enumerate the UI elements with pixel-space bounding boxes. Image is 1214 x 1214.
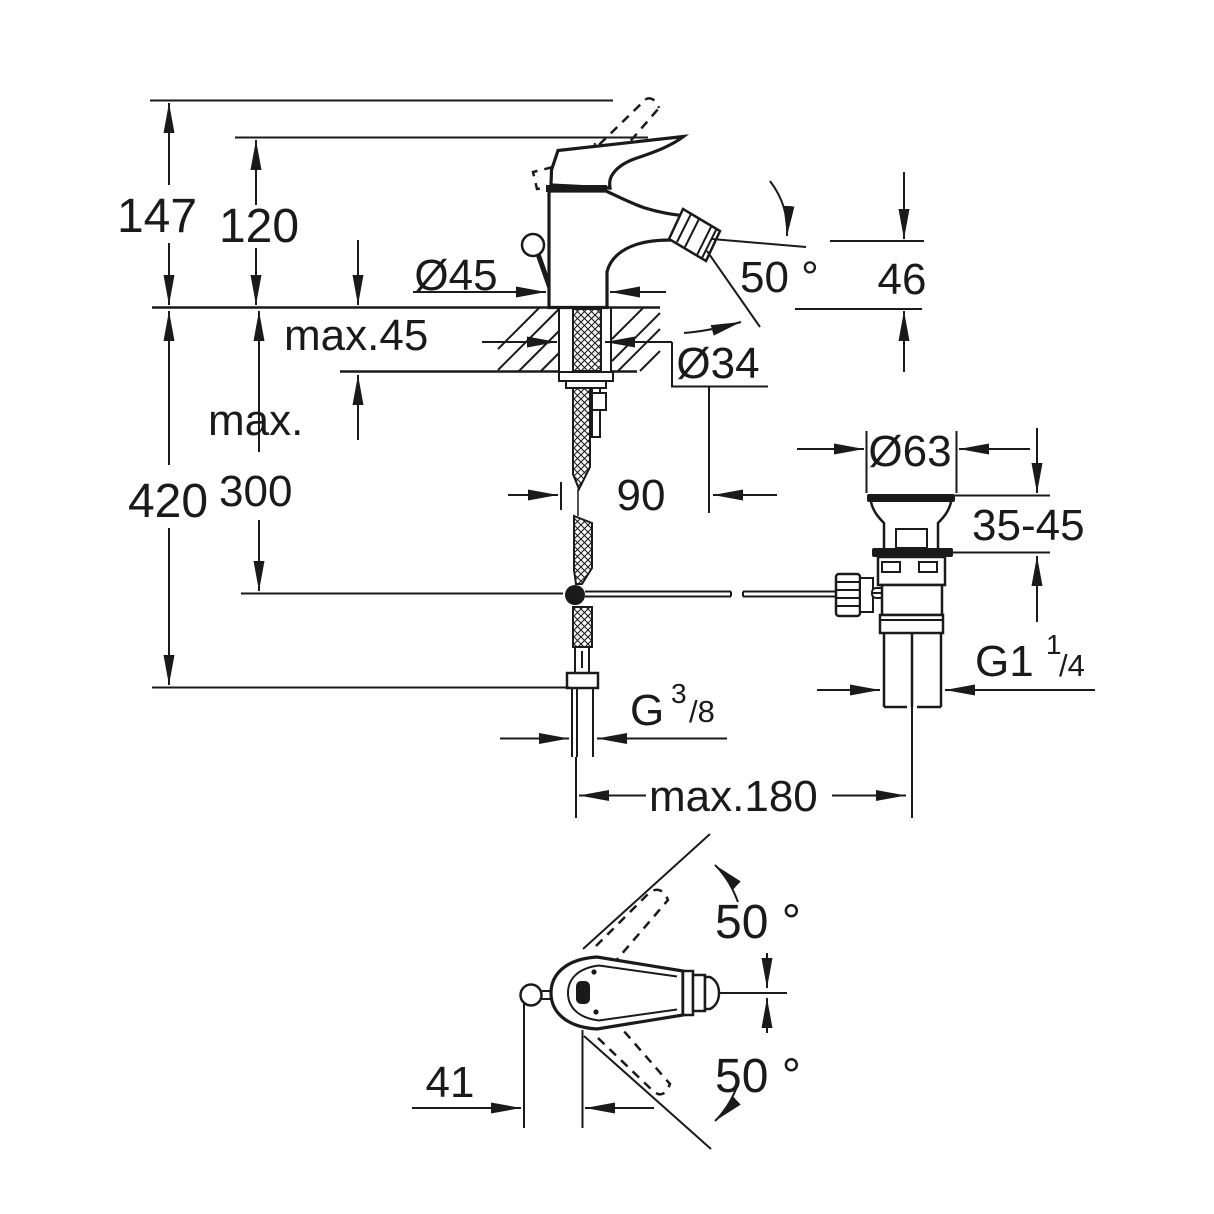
handle-dashed-up [595, 888, 670, 964]
label-waste-clamp-range: 35-45 [972, 501, 1085, 550]
label-supply-thread-sub: /8 [689, 694, 715, 729]
handle-plan-body [549, 955, 685, 1031]
label-aerator-height: 46 [878, 255, 927, 304]
label-rod-offset: 41 [426, 1058, 475, 1107]
label-total-height: 147 [117, 190, 197, 243]
label-max-deck-thickness: max.45 [284, 311, 428, 360]
label-hose-length-value: 300 [219, 467, 292, 516]
cartridge-opening [576, 981, 590, 1004]
label-max-reach: max.180 [649, 772, 818, 821]
label-supply-thread-base: G [630, 686, 664, 735]
dimension-labels-top: 50 ° 50 ° 41 [426, 896, 801, 1107]
dimension-labels-main: 147 120 Ø45 max.45 max. 300 420 90 Ø34 5… [117, 190, 1085, 821]
label-supply-thread-sup: 3 [671, 678, 687, 709]
hose-union-nut [565, 671, 600, 690]
label-waste-thread-base: G1 [975, 637, 1034, 686]
label-waste-thread-sup: 1 [1046, 629, 1062, 660]
waste-flange [872, 548, 953, 557]
label-center-offset: 90 [617, 471, 666, 520]
hose-ball-joint [565, 585, 585, 605]
label-handle-swing-up: 50 ° [715, 896, 801, 949]
dimension-lines-main [150, 99, 1095, 818]
handle-dashed-down [597, 1021, 672, 1096]
label-base-diameter: Ø45 [414, 251, 497, 300]
aerator [667, 207, 722, 263]
top-view: 50 ° 50 ° 41 [412, 833, 801, 1150]
waste-cap [867, 494, 955, 502]
label-overall-depth: 420 [128, 475, 208, 528]
faucet-body [546, 134, 690, 310]
flexible-hose-assembly [558, 308, 614, 757]
label-hole-diameter: Ø34 [676, 339, 759, 388]
linkage-knurled-knob [834, 572, 862, 618]
dimension-lines-top [412, 833, 787, 1150]
waste-tailpipe [882, 633, 943, 709]
label-hose-length-prefix: max. [208, 396, 303, 445]
pop-up-waste [834, 494, 955, 709]
label-spout-ref-height: 120 [219, 200, 299, 253]
pull-rod-knob-plan [519, 983, 543, 1007]
cartridge-plate [546, 185, 607, 192]
pop-up-linkage-rod [585, 590, 836, 598]
label-waste-thread-sub: /4 [1059, 648, 1085, 683]
label-spout-angle: 50 ° [740, 253, 819, 302]
label-waste-flange-diameter: Ø63 [868, 427, 951, 476]
label-handle-swing-down: 50 ° [715, 1050, 801, 1103]
